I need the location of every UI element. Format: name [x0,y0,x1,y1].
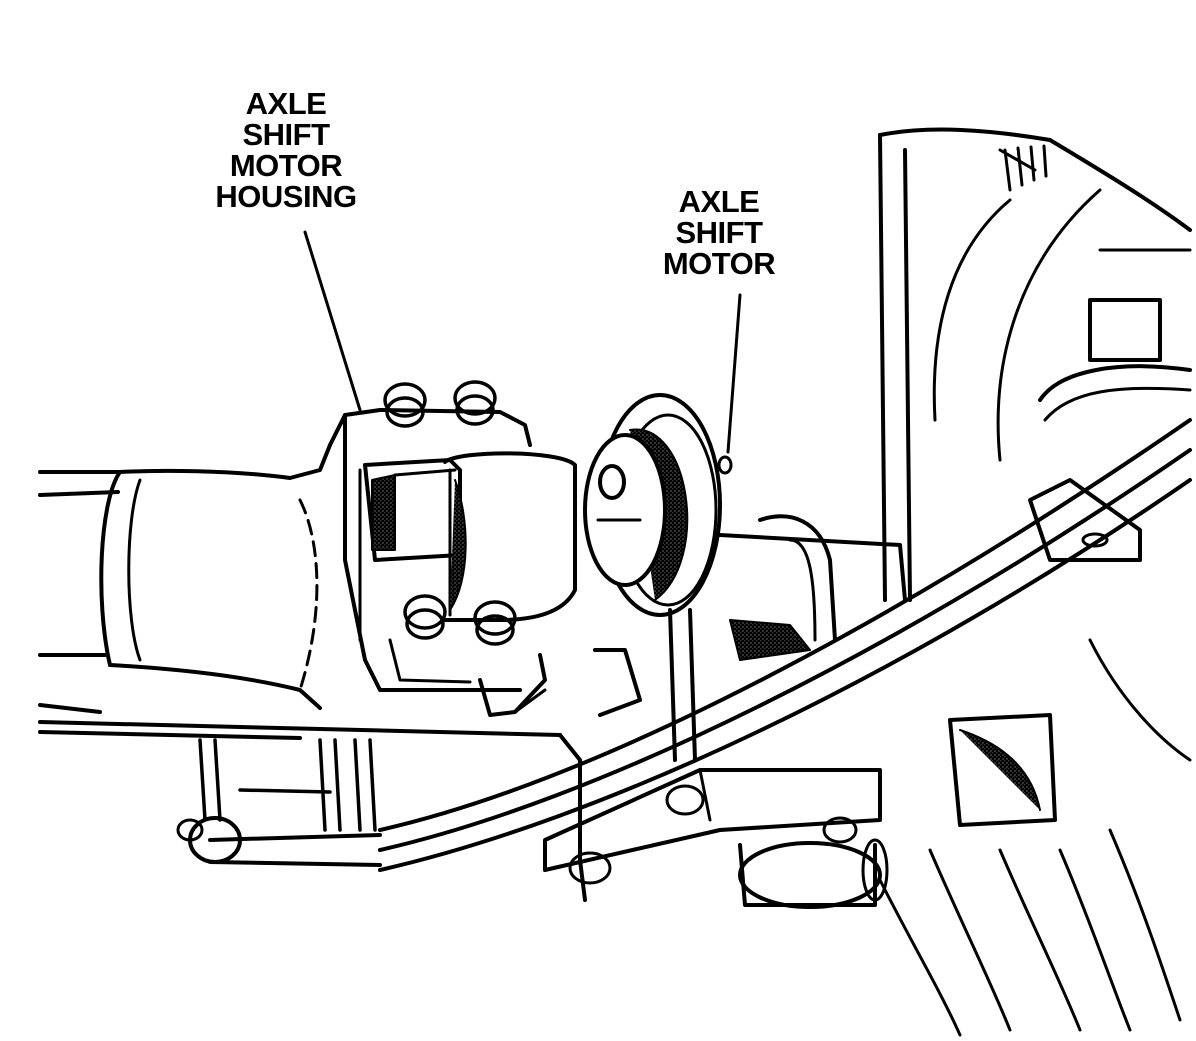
housing-label-line-1: AXLE [245,86,327,121]
housing-label-line-4: HOUSING [215,179,357,214]
ubolt-plate [543,768,889,909]
motor-label-line-3: MOTOR [662,246,776,281]
housing-label-line-3: MOTOR [229,148,343,183]
motor-leader-line [726,293,742,454]
motor-label-line-2: SHIFT [675,215,763,250]
housing-label-line-2: SHIFT [242,117,330,152]
housing-bolts [383,380,517,646]
axle-shift-motor-label: AXLE SHIFT MOTOR [644,186,794,279]
wheel-arcs [878,188,1192,1037]
differential-carrier [558,514,907,862]
motor-label-line-1: AXLE [678,184,760,219]
leaf-spring [176,418,1192,872]
axle-tube [38,443,562,740]
frame-rail [878,127,1192,602]
leader-lines [303,230,742,454]
shock-mount [948,713,1057,827]
shift-motor [583,393,733,762]
axle-shift-motor-housing-label: AXLE SHIFT MOTOR HOUSING [196,88,376,212]
spring-shackle [198,738,377,832]
housing-body [328,408,577,717]
housing-leader-line [303,230,362,412]
